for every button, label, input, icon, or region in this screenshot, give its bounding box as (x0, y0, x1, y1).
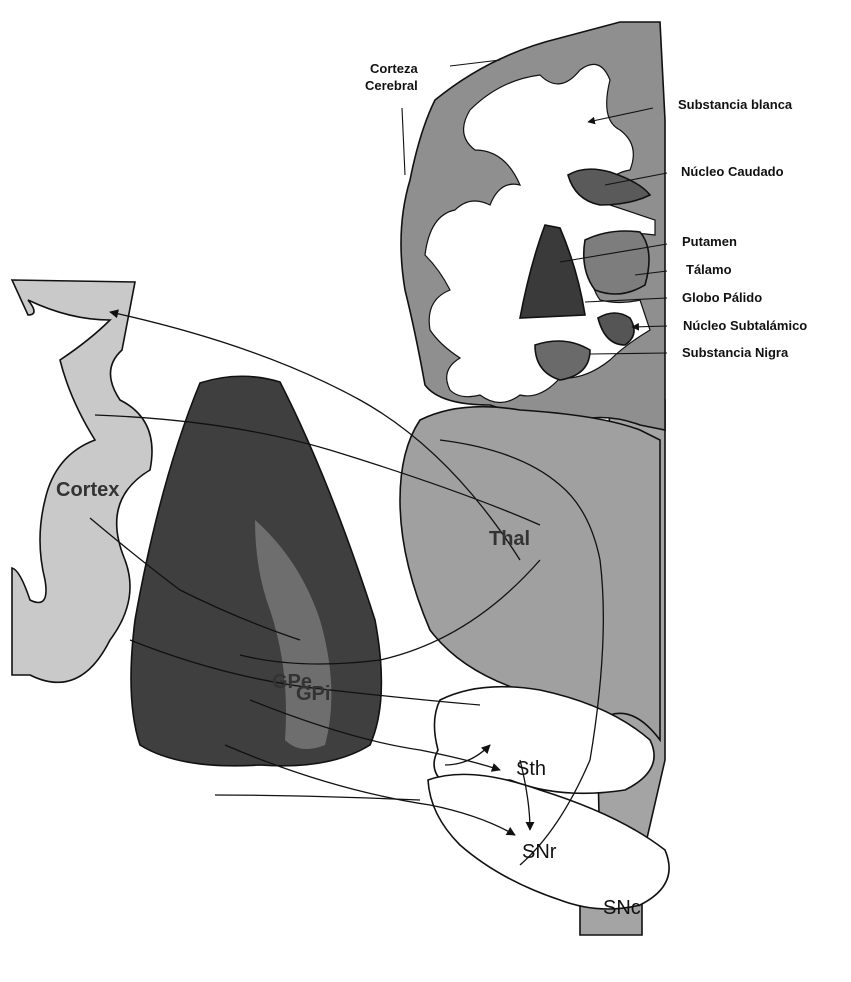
label-substancia-nigra: Substancia Nigra (682, 345, 789, 360)
region-snr-label: SNr (522, 841, 557, 863)
label-globo-palido: Globo Pálido (682, 290, 762, 305)
label-corteza: Corteza (370, 61, 418, 76)
label-cerebral: Cerebral (365, 78, 418, 93)
label-talamo: Tálamo (686, 262, 732, 277)
region-gpi-label: GPi (296, 683, 330, 705)
leader-corteza-2 (402, 108, 405, 175)
region-thal-label: Thal (489, 528, 530, 550)
region-sth-label: Sth (516, 758, 546, 780)
label-nucleo-subtalamico: Núcleo Subtalámico (683, 318, 807, 333)
label-putamen: Putamen (682, 234, 737, 249)
region-snc-label: SNc (603, 897, 641, 919)
label-nucleo-caudado: Núcleo Caudado (681, 164, 784, 179)
region-cortex-label: Cortex (56, 479, 119, 501)
putamen (584, 231, 649, 294)
label-substancia-blanca: Substancia blanca (678, 97, 793, 112)
striatum-cone (131, 376, 381, 766)
